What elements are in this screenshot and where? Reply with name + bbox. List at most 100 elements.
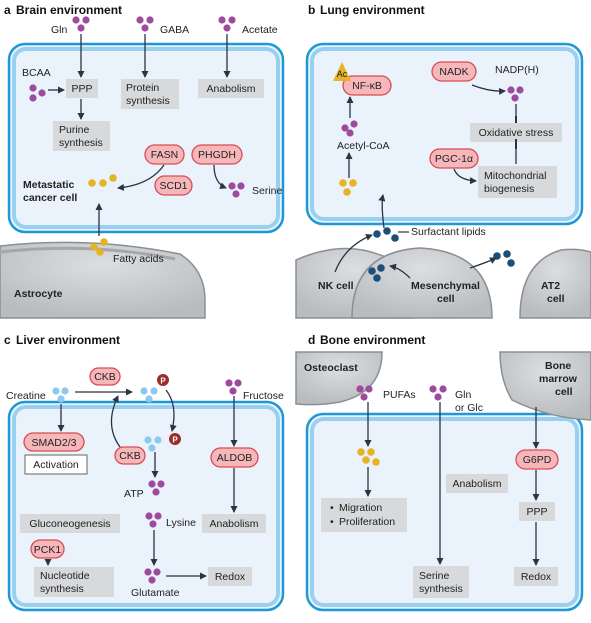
panel-b: b Lung environment NK cell Mesenchymal c…	[295, 3, 591, 319]
at2-label-2: cell	[547, 293, 565, 305]
fructose-molecules	[225, 379, 242, 395]
lysine-label: Lysine	[166, 517, 196, 529]
aldob-label: ALDOB	[217, 452, 253, 464]
nfkb-label: NF-κB	[352, 80, 382, 92]
acetyl-badge	[333, 62, 351, 81]
protein-label-1: Protein	[126, 82, 159, 94]
pck1-label: PCK1	[34, 544, 62, 556]
nucleotide-label-2: synthesis	[40, 583, 84, 595]
nadph-molecules	[507, 86, 524, 102]
surfactant-lipids-label: Surfactant lipids	[411, 226, 486, 238]
anabolism-box	[198, 79, 264, 98]
intracellular-fatty-acids	[88, 174, 117, 187]
mesenchymal-label-1: Mesenchymal	[411, 280, 480, 292]
metastatic-label-1: Metastatic	[23, 179, 75, 191]
g6pd-label: G6PD	[523, 454, 552, 466]
phospho-label-1: P	[160, 377, 166, 386]
nk-to-lipids-arrow	[334, 234, 373, 273]
gln-label-d: Gln	[455, 389, 472, 401]
ppp-box	[66, 79, 98, 98]
fructose-label: Fructose	[243, 390, 284, 402]
osteoclast-cell	[295, 351, 383, 406]
serine-synthesis-box	[413, 566, 469, 598]
lysine-molecules	[145, 512, 162, 528]
bm-label-2: marrow	[539, 373, 578, 385]
intracellular-lipids	[339, 179, 357, 196]
aldob-enzyme	[210, 447, 259, 468]
phospho-uptake-arrow	[165, 389, 177, 432]
pgc1a-protein	[429, 148, 479, 169]
phospho-label-2: P	[172, 436, 178, 445]
acetyl-coa-label: Acetyl-CoA	[337, 140, 390, 152]
proliferation-label: Proliferation	[339, 516, 395, 528]
nadk-label: NADK	[439, 66, 468, 78]
creatine-label: Creatine	[6, 390, 46, 402]
mesenchymal-to-lipids-arrow	[389, 263, 411, 279]
bone-anabolism-label: Anabolism	[452, 478, 501, 490]
osteoclast-label: Osteoclast	[304, 362, 358, 374]
panel-a-letter: a	[4, 3, 11, 17]
lipid-uptake-arrow	[378, 194, 386, 229]
liver-redox-label: Redox	[215, 571, 246, 583]
ckb-mid-enzyme	[114, 446, 146, 465]
activation-label: Activation	[33, 459, 79, 471]
pck1-enzyme	[30, 539, 65, 559]
fatty-acids-label: Fatty acids	[113, 253, 164, 265]
mitochondrial-biogenesis-box	[478, 166, 557, 198]
ppp-label: PPP	[71, 83, 92, 95]
nadk-enzyme	[431, 61, 477, 82]
g6pd-enzyme	[515, 449, 559, 470]
gaba-molecules	[136, 16, 154, 32]
nk-cell-label: NK cell	[318, 280, 354, 292]
gluconeogenesis-label: Gluconeogenesis	[29, 518, 110, 530]
serine-label-1: Serine	[419, 570, 450, 582]
bone-redox-label: Redox	[521, 571, 552, 583]
fatty-acids-molecules	[90, 238, 108, 256]
pgc1a-to-biogenesis-arrow	[453, 168, 477, 185]
glc-label: or Glc	[455, 402, 483, 414]
mito-label-1: Mitochondrial	[484, 170, 546, 182]
acetate-label: Acetate	[242, 24, 278, 36]
ckb-mid-label: CKB	[119, 450, 141, 462]
nucleotide-label-1: Nucleotide	[40, 570, 90, 582]
intracellular-pufas	[357, 448, 380, 466]
nadk-to-nadph-arrow	[471, 84, 506, 95]
serine-label-2: synthesis	[419, 583, 463, 595]
fasn-label: FASN	[151, 149, 178, 161]
gln-label: Gln	[51, 24, 68, 36]
pgc1a-label: PGC-1α	[435, 153, 473, 165]
gln-glc-molecules	[429, 385, 447, 401]
glutamate-molecules	[144, 568, 161, 584]
at2-label-1: AT2	[541, 280, 560, 292]
purine-label-2: synthesis	[59, 137, 103, 149]
panel-a-title: Brain environment	[16, 3, 122, 17]
phgdh-label: PHGDH	[198, 149, 236, 161]
liver-redox-box	[208, 567, 252, 586]
panel-b-letter: b	[308, 3, 315, 17]
atp-label: ATP	[124, 488, 144, 500]
panel-d: d Bone environment Osteoclast Bone marro…	[295, 333, 591, 612]
fasn-enzyme	[144, 144, 185, 165]
bone-ppp-box	[519, 502, 555, 521]
mesenchymal-label-2: cell	[437, 293, 455, 305]
gluconeogenesis-box	[20, 514, 120, 533]
smad-protein	[23, 432, 85, 452]
scd1-enzyme	[154, 175, 193, 196]
panel-d-title: Bone environment	[320, 333, 425, 347]
gaba-label: GABA	[160, 24, 189, 36]
protein-synthesis-box	[121, 79, 179, 109]
acetate-molecules	[218, 16, 236, 32]
bone-ppp-label: PPP	[526, 506, 547, 518]
oxidative-stress-label: Oxidative stress	[479, 127, 554, 139]
phosphocreatine-molecules: P	[140, 374, 169, 403]
atp-molecules	[148, 480, 165, 496]
acetyl-badge-label: Ac	[337, 69, 348, 79]
fasn-to-lipid-arrow	[117, 164, 165, 191]
protein-label-2: synthesis	[126, 95, 170, 107]
metastatic-label-2: cancer cell	[23, 192, 77, 204]
ckb-top-enzyme	[89, 367, 121, 386]
migration-proliferation-box	[321, 498, 407, 532]
scd1-label: SCD1	[159, 180, 187, 192]
migration-label: Migration	[339, 502, 382, 514]
